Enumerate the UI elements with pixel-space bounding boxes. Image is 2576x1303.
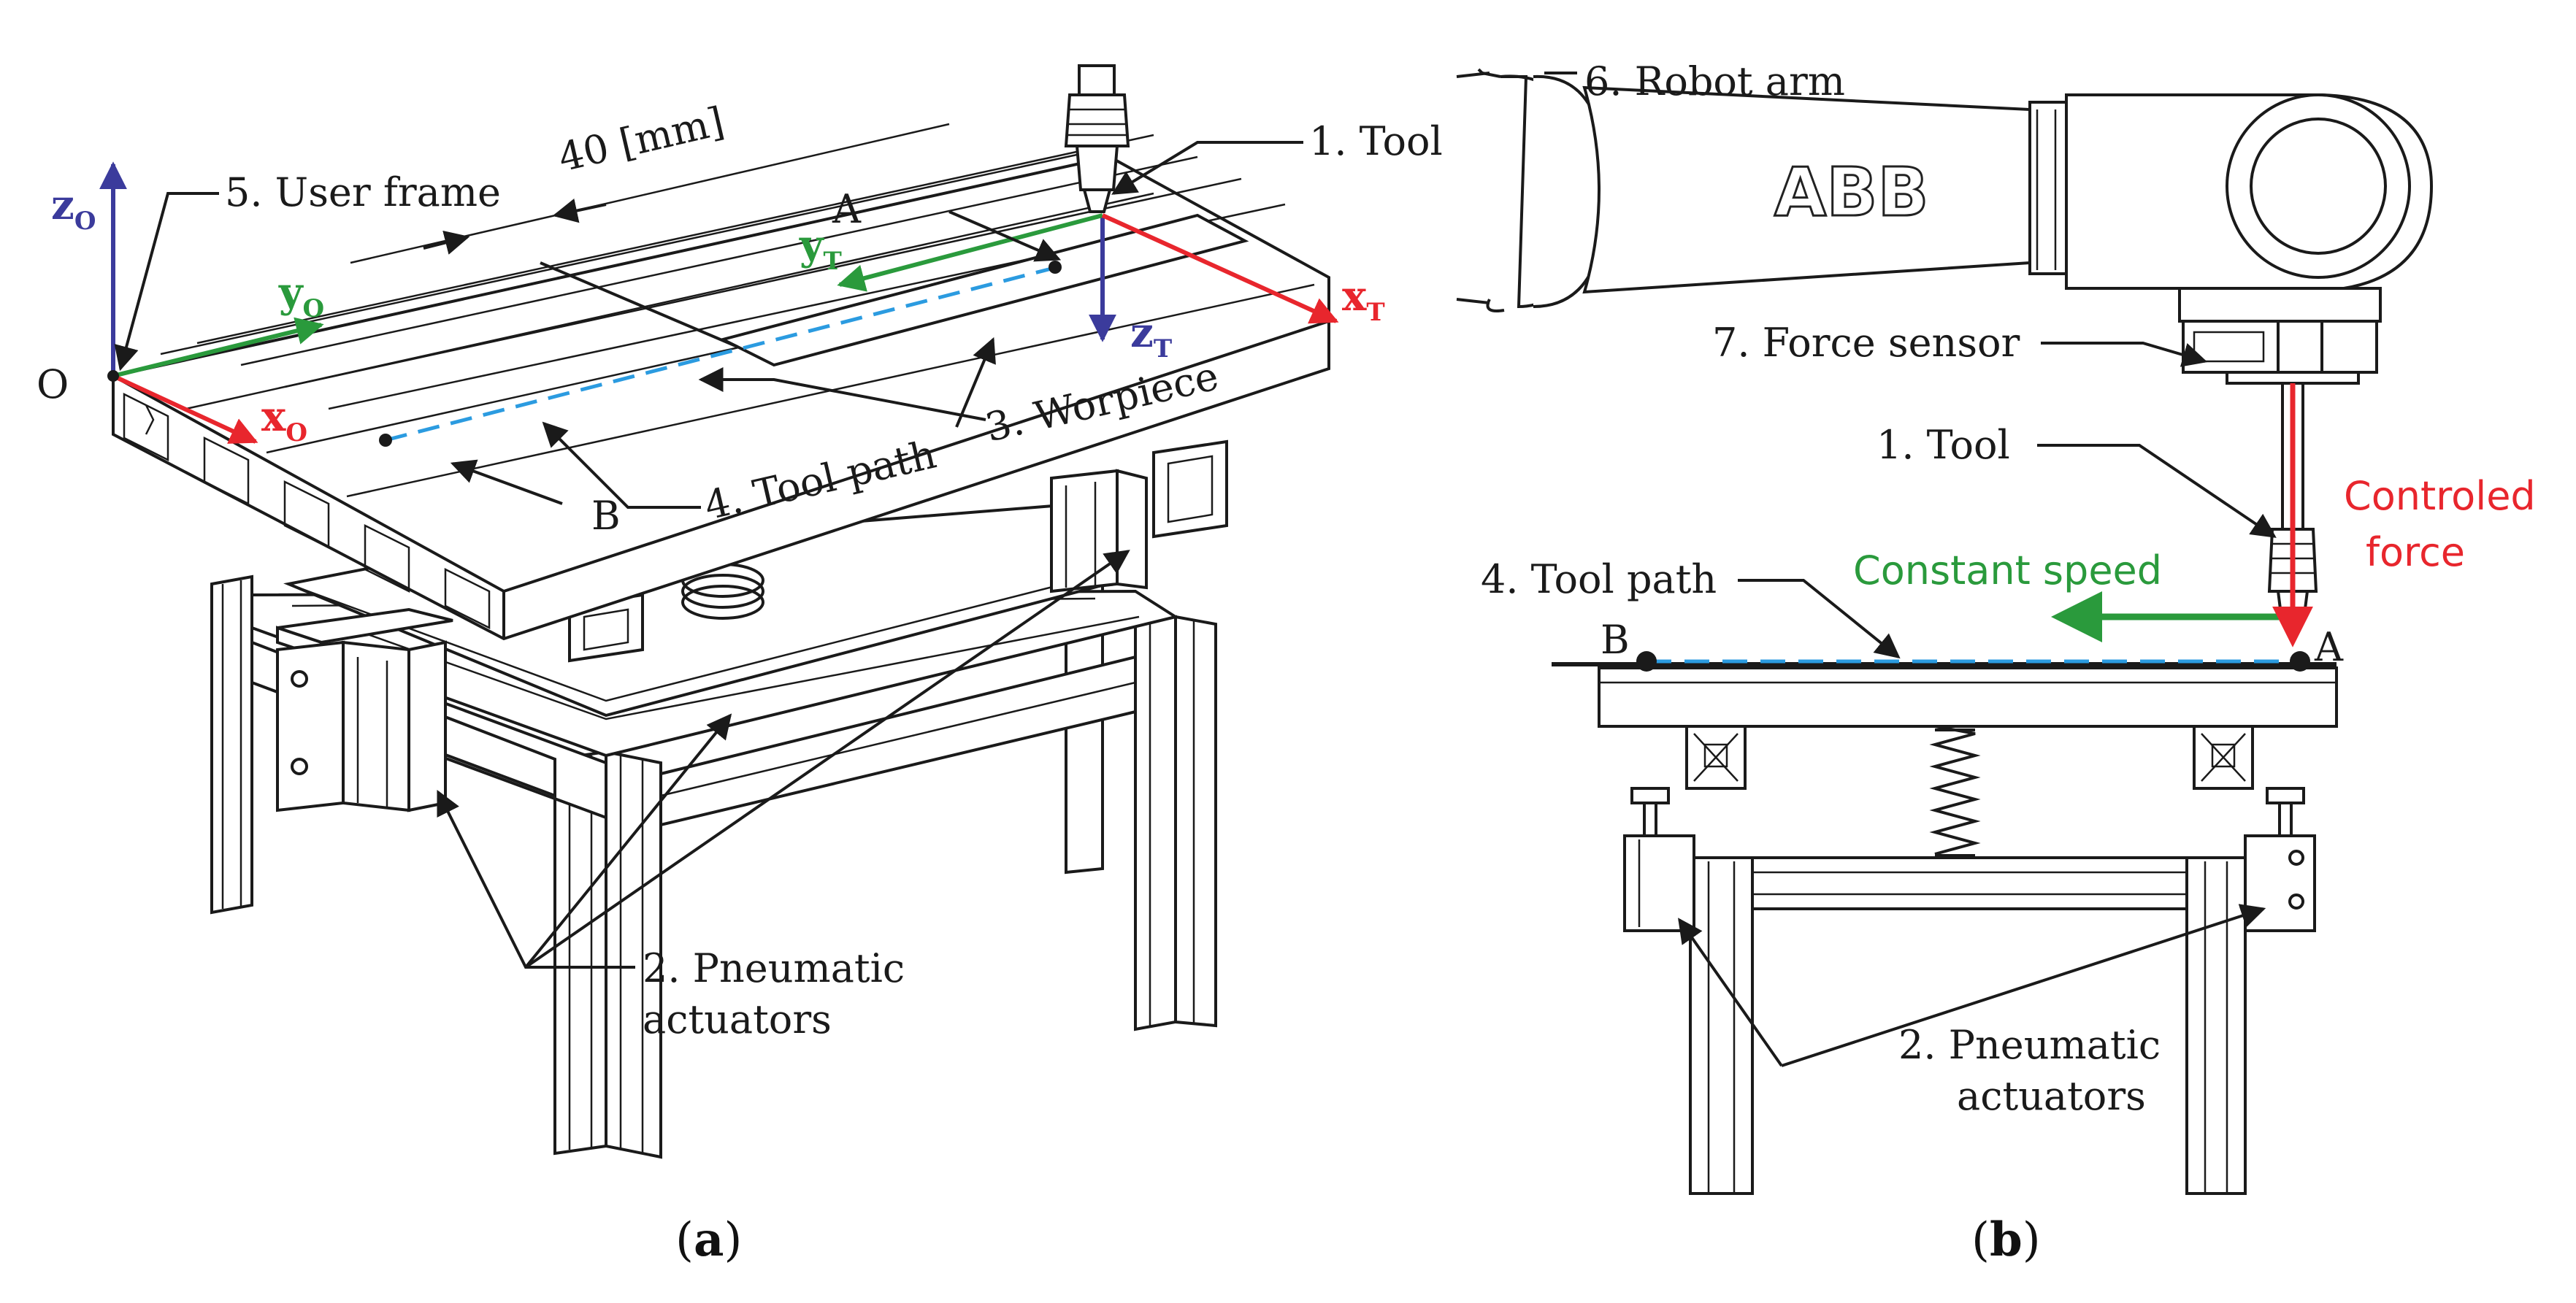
axis-label-xo: xO bbox=[261, 393, 307, 447]
axis-label-yt: yT bbox=[799, 221, 842, 276]
label-point-b-a: B bbox=[591, 493, 621, 539]
profile-block-left-b bbox=[1685, 725, 1747, 790]
caption-a: (a) bbox=[675, 1212, 742, 1267]
axis-label-yo: yO bbox=[278, 269, 324, 323]
label-controled-line2: force bbox=[2366, 529, 2465, 575]
label-user-frame-a: 5. User frame bbox=[225, 169, 501, 215]
point-b-marker-a bbox=[379, 434, 392, 447]
profile-block-right-b bbox=[2193, 725, 2254, 790]
profile-ends-a bbox=[123, 392, 491, 630]
pneumatic-actuator-left-a bbox=[276, 607, 453, 812]
panel-a: 1. Tool 5. User frame 3. Worpiece 4. Too… bbox=[37, 64, 1443, 1267]
label-tool-a: 1. Tool bbox=[1309, 118, 1443, 164]
label-force-sensor-b: 7. Force sensor bbox=[1712, 320, 2020, 366]
pneumatic-actuator-left-b bbox=[1623, 787, 1695, 932]
label-controled-line1: Controled bbox=[2344, 473, 2536, 519]
label-actuators-line2-b: actuators bbox=[1957, 1073, 2146, 1119]
label-point-a-a: A bbox=[832, 186, 862, 232]
leaders-a bbox=[114, 141, 1303, 969]
point-b-marker-b bbox=[1636, 651, 1657, 672]
user-frame-axes-a bbox=[99, 161, 324, 444]
label-origin-a: O bbox=[37, 361, 69, 407]
point-a-marker-a bbox=[1049, 261, 1062, 274]
robot-arm-b bbox=[1456, 68, 2434, 385]
label-robot-arm-b: 6. Robot arm bbox=[1584, 58, 1845, 104]
panel-b: ABB bbox=[1456, 58, 2536, 1267]
table-frame-a bbox=[210, 439, 1228, 1159]
axis-label-xt: xT bbox=[1342, 272, 1385, 327]
abb-logo-b: ABB bbox=[1774, 153, 1928, 231]
table-side-b bbox=[1552, 662, 2338, 1195]
label-actuators-line2-a: actuators bbox=[643, 996, 832, 1042]
axis-label-zo: zO bbox=[51, 181, 96, 236]
leaders-b bbox=[1544, 72, 2277, 1067]
label-tool-b: 1. Tool bbox=[1877, 422, 2010, 468]
label-point-a-b: A bbox=[2314, 624, 2344, 670]
label-constant-speed: Constant speed bbox=[1853, 547, 2162, 593]
label-actuators-line1-b: 2. Pneumatic bbox=[1898, 1022, 2161, 1068]
label-point-b-b: B bbox=[1601, 617, 1630, 663]
point-a-marker-b bbox=[2290, 651, 2310, 672]
pneumatic-actuator-right-b bbox=[2244, 787, 2316, 932]
tool-path-line-a bbox=[385, 266, 1052, 442]
label-tool-path-b: 4. Tool path bbox=[1481, 556, 1717, 602]
top-plate-a bbox=[112, 123, 1330, 641]
force-sensor-b bbox=[2182, 320, 2323, 374]
caption-b: (b) bbox=[1971, 1212, 2041, 1267]
axis-label-zt: zT bbox=[1130, 309, 1172, 364]
tool-frame-axes-a bbox=[837, 213, 1339, 342]
label-dimension-a: 40 [mm] bbox=[554, 98, 729, 180]
pneumatic-actuator-right-a bbox=[1050, 469, 1148, 593]
label-actuators-line1-a: 2. Pneumatic bbox=[643, 945, 905, 991]
spring-b bbox=[1929, 725, 1981, 857]
tool-a bbox=[1064, 64, 1130, 213]
